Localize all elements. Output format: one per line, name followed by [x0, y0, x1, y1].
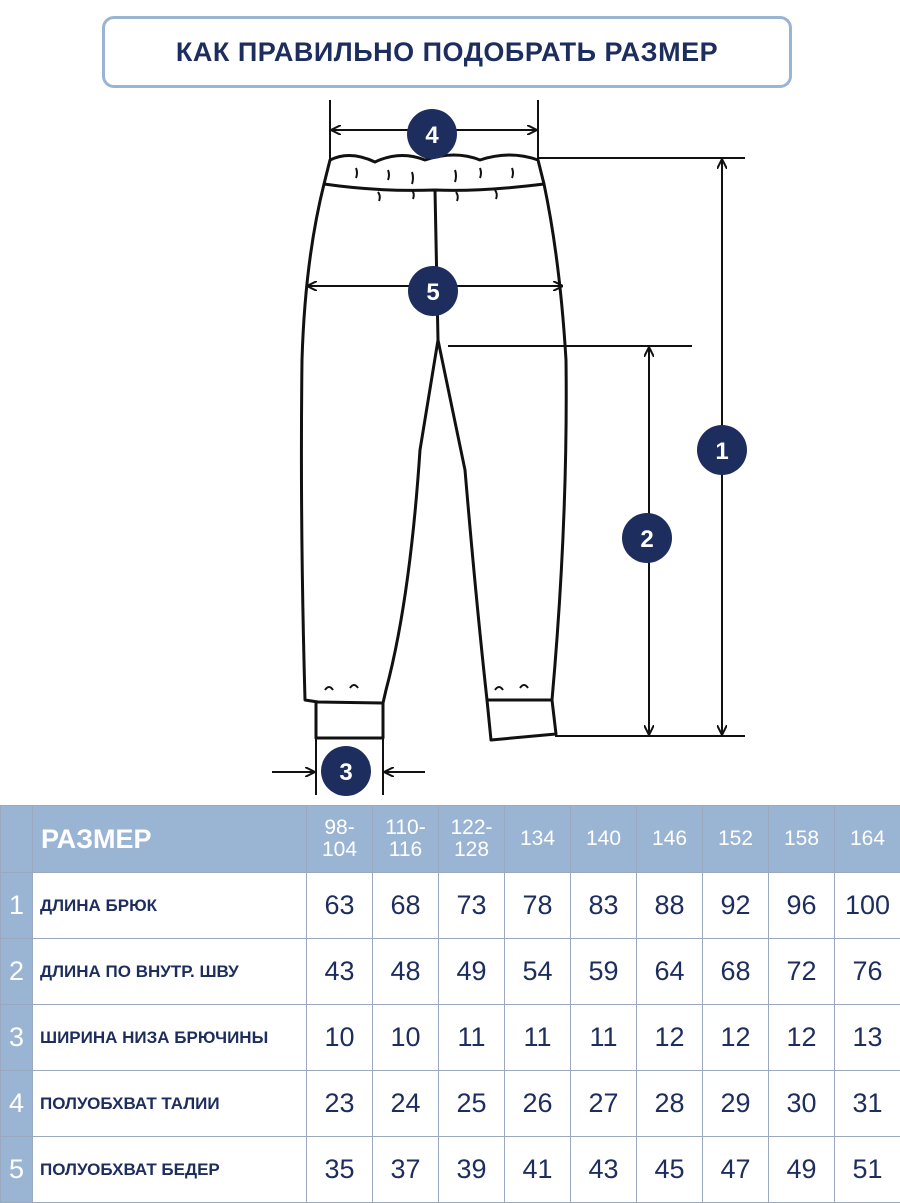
size-header: 158: [769, 806, 835, 873]
table-cell: 64: [637, 939, 703, 1005]
table-cell: 11: [505, 1005, 571, 1071]
size-table: РАЗМЕР 98-104 110-116 122-128 134 140 14…: [0, 805, 900, 1203]
table-cell: 12: [703, 1005, 769, 1071]
table-cell: 25: [439, 1071, 505, 1137]
row-number: 2: [1, 939, 33, 1005]
table-cell: 12: [637, 1005, 703, 1071]
table-cell: 51: [835, 1137, 900, 1203]
table-cell: 72: [769, 939, 835, 1005]
table-cell: 10: [307, 1005, 373, 1071]
badge-4: 4: [407, 109, 457, 159]
table-cell: 30: [769, 1071, 835, 1137]
table-cell: 12: [769, 1005, 835, 1071]
table-cell: 39: [439, 1137, 505, 1203]
size-header: 110-116: [373, 806, 439, 873]
row-number: 3: [1, 1005, 33, 1071]
table-header-row: РАЗМЕР 98-104 110-116 122-128 134 140 14…: [1, 806, 900, 873]
header-label: РАЗМЕР: [33, 806, 307, 873]
table-cell: 11: [439, 1005, 505, 1071]
size-header: 140: [571, 806, 637, 873]
table-cell: 100: [835, 873, 900, 939]
waistband-gathers: [325, 168, 528, 690]
table-cell: 37: [373, 1137, 439, 1203]
table-cell: 68: [703, 939, 769, 1005]
table-cell: 28: [637, 1071, 703, 1137]
table-cell: 83: [571, 873, 637, 939]
row-name: ПОЛУОБХВАТ ТАЛИИ: [33, 1071, 307, 1137]
size-header: 164: [835, 806, 900, 873]
pants-diagram: 4 5 1 2 3: [0, 0, 900, 805]
table-cell: 96: [769, 873, 835, 939]
table-cell: 43: [571, 1137, 637, 1203]
table-cell: 63: [307, 873, 373, 939]
table-cell: 29: [703, 1071, 769, 1137]
table-cell: 10: [373, 1005, 439, 1071]
table-cell: 41: [505, 1137, 571, 1203]
table-cell: 11: [571, 1005, 637, 1071]
row-number: 1: [1, 873, 33, 939]
table-cell: 23: [307, 1071, 373, 1137]
header-corner: [1, 806, 33, 873]
size-header: 122-128: [439, 806, 505, 873]
table-cell: 92: [703, 873, 769, 939]
row-number: 5: [1, 1137, 33, 1203]
size-header: 98-104: [307, 806, 373, 873]
badge-4-label: 4: [425, 122, 439, 149]
table-cell: 49: [439, 939, 505, 1005]
table-cell: 76: [835, 939, 900, 1005]
row-name: ПОЛУОБХВАТ БЕДЕР: [33, 1137, 307, 1203]
badge-2-label: 2: [640, 526, 653, 553]
row-name: ДЛИНА БРЮК: [33, 873, 307, 939]
pants-outline: [301, 155, 566, 740]
table-cell: 35: [307, 1137, 373, 1203]
table-cell: 54: [505, 939, 571, 1005]
table-cell: 68: [373, 873, 439, 939]
table-cell: 59: [571, 939, 637, 1005]
row-name: ДЛИНА ПО ВНУТР. ШВУ: [33, 939, 307, 1005]
table-cell: 45: [637, 1137, 703, 1203]
table-cell: 88: [637, 873, 703, 939]
table-cell: 73: [439, 873, 505, 939]
size-header: 146: [637, 806, 703, 873]
size-header: 152: [703, 806, 769, 873]
table-cell: 26: [505, 1071, 571, 1137]
badge-2: 2: [622, 513, 672, 563]
table-cell: 49: [769, 1137, 835, 1203]
table-cell: 48: [373, 939, 439, 1005]
table-cell: 47: [703, 1137, 769, 1203]
badge-1: 1: [697, 425, 747, 475]
size-header: 134: [505, 806, 571, 873]
badge-5-label: 5: [426, 279, 439, 306]
badge-1-label: 1: [715, 438, 728, 465]
badge-3: 3: [321, 746, 371, 796]
table-cell: 31: [835, 1071, 900, 1137]
row-name: ШИРИНА НИЗА БРЮЧИНЫ: [33, 1005, 307, 1071]
table-cell: 13: [835, 1005, 900, 1071]
table-cell: 27: [571, 1071, 637, 1137]
table-cell: 78: [505, 873, 571, 939]
row-number: 4: [1, 1071, 33, 1137]
badge-3-label: 3: [339, 759, 352, 786]
table-cell: 24: [373, 1071, 439, 1137]
badge-5: 5: [408, 266, 458, 316]
table-cell: 43: [307, 939, 373, 1005]
